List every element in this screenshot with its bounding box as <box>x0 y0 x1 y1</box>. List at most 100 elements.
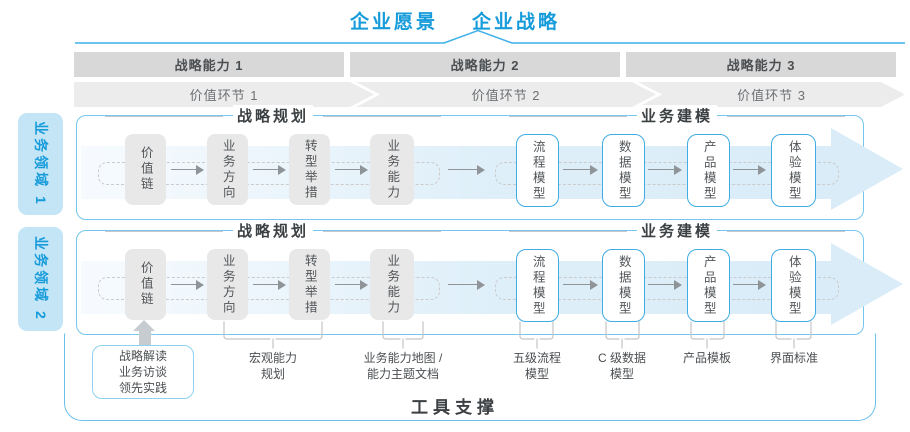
stage-box-label: 数据模型 <box>616 254 631 317</box>
stage-box-label: 数据模型 <box>616 139 631 202</box>
flow-arrow-icon <box>733 280 766 290</box>
flow-arrow-icon <box>563 280 598 290</box>
bracket-capability-map <box>382 321 424 349</box>
flow-arrow-icon <box>648 280 682 290</box>
source-practices-text: 战略解读 业务访谈 领先实践 <box>118 348 167 396</box>
section-title-text: 战略规划 <box>233 220 314 241</box>
rule-line <box>509 230 627 232</box>
rule-line <box>105 115 223 117</box>
business-domain-row-2: 战略规划 业务建模 价值链 业务方向 转型举措 业务能力 流程模型 数据模型 产… <box>76 220 903 335</box>
capability-bar-label: 战略能力 2 <box>450 58 520 73</box>
flow-arrow-icon <box>253 165 286 175</box>
dashed-track-modeling <box>495 277 839 300</box>
stage-box-label: 产品模型 <box>701 254 716 317</box>
stage-box-process-model: 流程模型 <box>516 134 559 207</box>
flow-arrow-icon <box>335 165 368 175</box>
stage-box-business-capability: 业务能力 <box>370 134 414 205</box>
source-practices-box: 战略解读 业务访谈 领先实践 <box>92 345 194 399</box>
flow-arrow-icon <box>253 280 286 290</box>
stage-box-data-model: 数据模型 <box>602 249 645 322</box>
tool-support-container <box>64 333 876 421</box>
stage-box-label: 业务能力 <box>385 138 400 201</box>
flow-arrow-icon <box>733 165 766 175</box>
bracket-macro <box>223 321 323 349</box>
value-link-chevron-2: 价值环节 2 <box>356 82 656 107</box>
rule-line <box>727 230 846 232</box>
rule-line <box>727 115 846 117</box>
stage-box-label: 业务能力 <box>385 253 400 316</box>
annotation-process-model: 五级流程 模型 <box>512 351 562 382</box>
capability-bar-1: 战略能力 1 <box>74 52 344 77</box>
section-title-business-modeling: 业务建模 <box>509 220 846 241</box>
stage-box-business-direction: 业务方向 <box>207 134 248 205</box>
annotation-macro-capability: 宏观能力 规划 <box>248 351 298 382</box>
annotation-ui-standard: 界面标准 <box>769 351 819 365</box>
rule-line <box>323 115 442 117</box>
stage-box-experience-model: 体验模型 <box>771 134 816 207</box>
domain-label-1: 业务领域 1 <box>18 113 63 215</box>
bracket-ui <box>775 321 812 349</box>
value-link-chevron-3: 价值环节 3 <box>638 82 905 107</box>
dashed-track-modeling <box>495 162 839 185</box>
vision-title: 企业愿景 <box>349 12 438 33</box>
section-title-text: 业务建模 <box>637 220 718 241</box>
bracket-data <box>605 321 640 349</box>
stage-box-label: 体验模型 <box>786 139 801 202</box>
tool-support-label: 工具支撑 <box>411 398 499 417</box>
flow-arrow-icon <box>448 165 485 175</box>
stage-box-product-model: 产品模型 <box>687 249 730 322</box>
bracket-product <box>690 321 725 349</box>
up-arrow-icon <box>133 320 156 346</box>
annotation-capability-map: 业务能力地图 / 能力主题文档 <box>363 351 443 382</box>
capability-bar-label: 战略能力 1 <box>174 58 244 73</box>
section-title-strategic-planning: 战略规划 <box>105 105 442 126</box>
stage-box-label: 业务方向 <box>220 138 235 201</box>
value-link-chevron-1: 价值环节 1 <box>74 82 374 107</box>
flow-arrow-icon <box>648 165 682 175</box>
strategy-title: 企业战略 <box>472 12 561 33</box>
annotation-product-template: 产品模板 <box>682 351 732 365</box>
business-domain-row-1: 战略规划 业务建模 价值链 业务方向 转型举措 业务能力 流程模型 数据模型 产… <box>76 105 903 220</box>
capability-bar-3: 战略能力 3 <box>626 52 896 77</box>
stage-box-transformation: 转型举措 <box>289 249 330 320</box>
flow-arrow-icon <box>171 165 204 175</box>
stage-box-data-model: 数据模型 <box>602 134 645 207</box>
annotation-data-model: C 级数据 模型 <box>597 351 647 382</box>
rule-line <box>323 230 442 232</box>
stage-box-label: 业务方向 <box>220 253 235 316</box>
rule-line <box>105 230 223 232</box>
big-flow-arrow-icon <box>831 243 903 325</box>
value-link-label: 价值环节 3 <box>737 88 806 103</box>
section-title-text: 业务建模 <box>637 105 718 126</box>
stage-box-transformation: 转型举措 <box>289 134 330 205</box>
capability-bar-2: 战略能力 2 <box>350 52 620 77</box>
section-title-text: 战略规划 <box>233 105 314 126</box>
flow-arrow-icon <box>171 280 204 290</box>
capability-bar-label: 战略能力 3 <box>726 58 796 73</box>
section-title-business-modeling: 业务建模 <box>509 105 846 126</box>
stage-box-value-chain: 价值链 <box>125 134 166 205</box>
flow-arrow-icon <box>448 280 485 290</box>
dashed-track-planning <box>98 277 440 300</box>
stage-box-experience-model: 体验模型 <box>771 249 816 322</box>
dashed-track-planning <box>98 162 440 185</box>
bracket-connectors <box>223 321 812 349</box>
stage-box-label: 流程模型 <box>530 139 545 202</box>
flow-arrow-icon <box>563 165 598 175</box>
stage-box-product-model: 产品模型 <box>687 134 730 207</box>
stage-box-label: 价值链 <box>138 146 153 193</box>
stage-box-business-direction: 业务方向 <box>207 249 248 320</box>
stage-box-business-capability: 业务能力 <box>370 249 414 320</box>
caret-divider-line <box>75 29 905 44</box>
stage-box-label: 体验模型 <box>786 254 801 317</box>
stage-box-label: 转型举措 <box>302 253 317 316</box>
rule-line <box>509 115 627 117</box>
flow-arrow-icon <box>335 280 368 290</box>
stage-box-label: 转型举措 <box>302 138 317 201</box>
value-link-label: 价值环节 2 <box>471 88 541 103</box>
bracket-process <box>519 321 554 349</box>
stage-box-label: 产品模型 <box>701 139 716 202</box>
diagram-header: 企业愿景 企业战略 <box>0 7 910 34</box>
section-title-strategic-planning: 战略规划 <box>105 220 442 241</box>
